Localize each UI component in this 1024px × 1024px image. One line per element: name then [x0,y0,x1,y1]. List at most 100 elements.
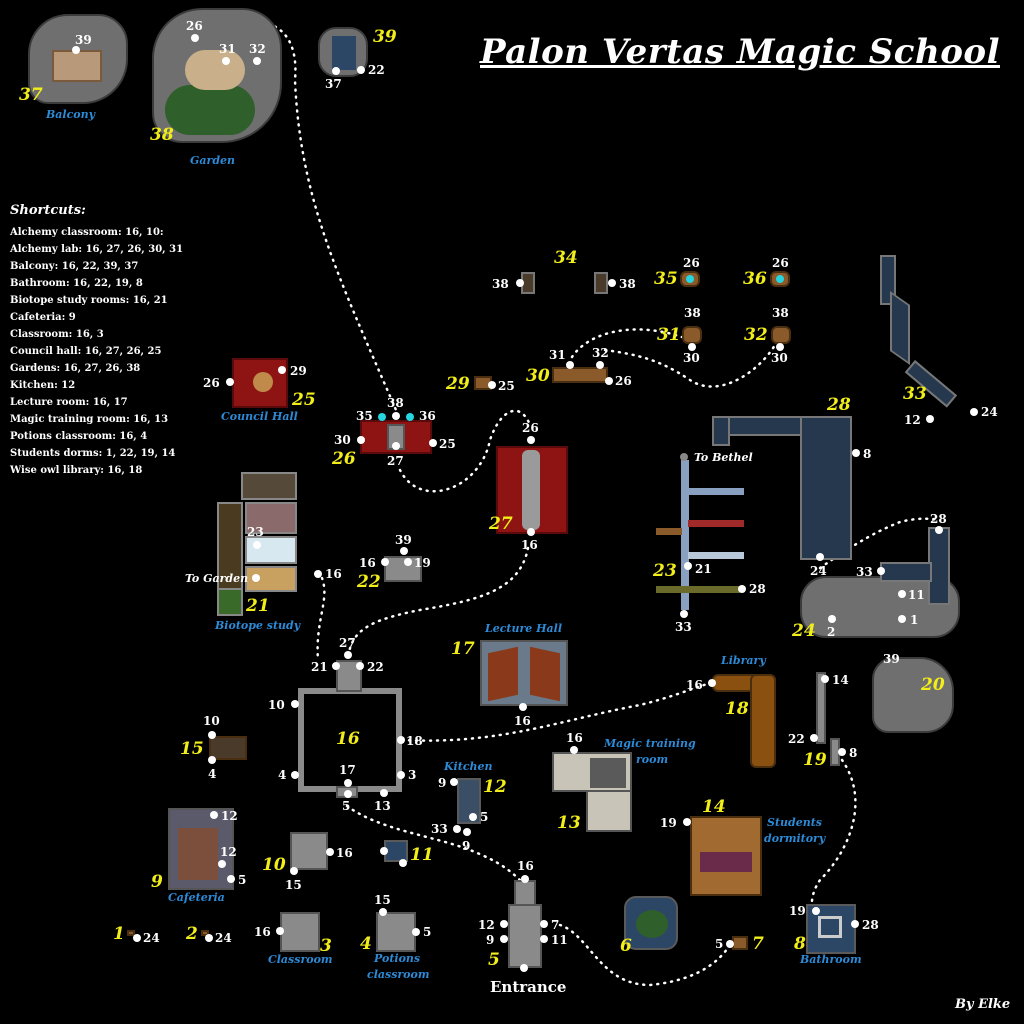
exit-point-label: 28 [749,582,766,596]
exit-point-label: 5 [238,873,247,887]
room-number-26: 26 [332,449,356,469]
exit-point-label: 16 [517,859,534,873]
exit-point-marker [726,940,734,948]
exit-point-label: 37 [325,77,342,91]
route-lab-up [570,328,692,359]
exit-point-label: 19 [414,556,431,570]
exit-point-marker [851,920,859,928]
exit-point-label: 38 [619,277,636,291]
classroom-room [280,912,320,952]
exit-point-label: 28 [862,918,879,932]
exit-point-label: 22 [368,63,385,77]
label-garden: Garden [190,154,236,167]
room-number-31: 31 [657,325,681,345]
shortcut-line: Kitchen: 12 [10,380,76,391]
exit-point-label: 11 [551,933,568,947]
exit-point-marker [380,847,388,855]
room-1 [127,930,135,936]
room-number-6: 6 [620,936,632,956]
exit-point-marker [356,662,364,670]
label-classroom: Classroom [268,953,333,966]
room-number-3: 3 [320,936,332,956]
room-number-28: 28 [827,395,851,415]
exit-point-label: 24 [143,931,160,945]
exit-point-label: 21 [311,660,328,674]
exit-point-label: 30 [683,351,700,365]
exit-point-label: 33 [856,565,873,579]
room-23-branch-d [656,586,740,593]
exit-point-marker [527,528,535,536]
exit-point-marker [344,651,352,659]
exit-point-label: 21 [695,562,712,576]
exit-point-marker [828,615,836,623]
exit-point-label: 5 [423,925,432,939]
exit-point-label: 12 [904,413,921,427]
exit-point-marker [397,771,405,779]
exit-point-marker [821,675,829,683]
garden-lawn [165,85,255,135]
route-lab-up2 [603,343,777,388]
room-6-island [636,910,668,938]
room-22 [384,556,422,582]
room-39-water [332,36,356,70]
exit-point-label: 5 [480,810,489,824]
exit-point-label: 8 [863,447,872,461]
exit-point-marker [469,813,477,821]
exit-point-label: 22 [367,660,384,674]
label-biotope-study: Biotope study [215,619,301,632]
exit-point-label: 31 [549,348,566,362]
exit-point-label: 22 [788,732,805,746]
label-balcony: Balcony [46,108,96,121]
label-library: Library [721,654,766,667]
label-dormitory: dormitory [764,832,826,845]
room-number-32: 32 [744,325,768,345]
room-23-branch-a [688,488,744,495]
exit-point-marker [521,875,529,883]
exit-point-marker [453,825,461,833]
exit-point-label: 17 [339,763,356,777]
room-number-24: 24 [792,621,816,641]
exit-point-marker [344,790,352,798]
room-10 [290,832,328,870]
exit-point-marker [680,610,688,618]
exit-point-label: 38 [684,306,701,320]
magic-training-room-inner [590,758,626,788]
room-number-21: 21 [246,596,270,616]
exit-point-label: 5 [715,937,724,951]
shortcut-line: Classroom: 16, 3 [10,329,104,340]
exit-point-label: 32 [249,42,266,56]
alchemy-classroom-room [209,736,247,760]
exit-point-marker [566,361,574,369]
room-number-2: 2 [186,924,198,944]
exit-point-marker [278,366,286,374]
exit-point-marker [596,361,604,369]
room-28-side [800,416,852,560]
shortcut-line: Biotope study rooms: 16, 21 [10,295,168,306]
exit-point-label: 16 [359,556,376,570]
exit-point-marker [450,778,458,786]
label-to-garden: To Garden [185,572,249,585]
exit-point-marker [570,746,578,754]
exit-point-label: 29 [290,364,307,378]
shortcut-line: Council hall: 16, 27, 26, 25 [10,346,162,357]
room-number-14: 14 [702,797,726,817]
label-students: Students [767,816,822,829]
exit-point-label: 16 [686,678,703,692]
exit-point-marker [227,875,235,883]
exit-point-label: 28 [930,512,947,526]
exit-point-label: 26 [683,256,700,270]
exit-point-marker [608,279,616,287]
exit-point-label: 36 [419,409,436,423]
exit-point-marker [935,526,943,534]
route-16-21 [316,576,326,662]
exit-point-label: 1 [910,613,919,627]
exit-point-label: 38 [387,396,404,410]
teleport-point-marker [378,413,386,421]
room-23-branch-e [656,528,682,535]
shortcut-line: Balcony: 16, 22, 39, 37 [10,261,139,272]
exit-point-label: 26 [203,376,220,390]
exit-point-marker [708,679,716,687]
exit-point-label: 12 [220,845,237,859]
exit-point-marker [970,408,978,416]
